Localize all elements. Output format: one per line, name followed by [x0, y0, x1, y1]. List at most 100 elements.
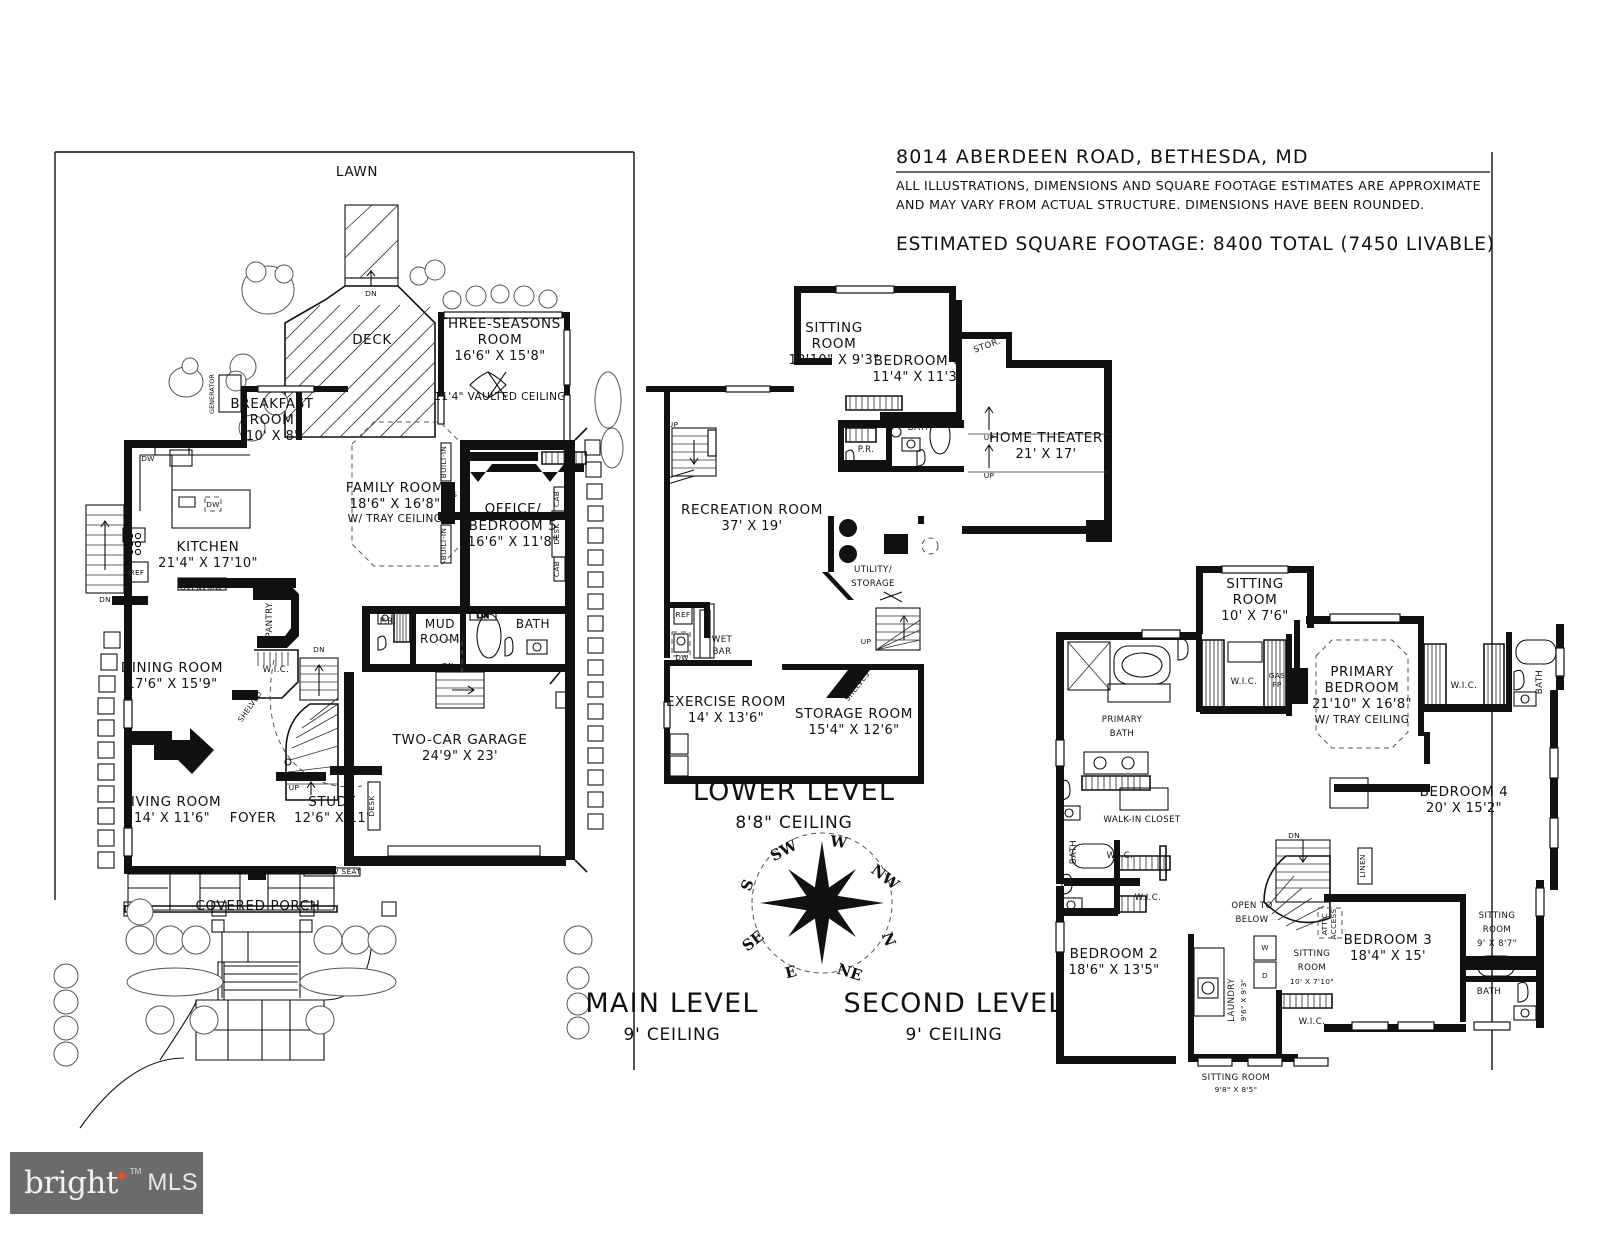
- room-three-seasons-note: 11'4" VAULTED CEILING: [434, 391, 566, 403]
- label-shelves-foyer: SHELVES: [283, 772, 318, 781]
- sl-gasfp-label2: FP: [1272, 680, 1282, 689]
- ll-ref-label: REF: [676, 610, 691, 619]
- room-kitchen-dim: 21'4" X 17'10": [158, 556, 258, 571]
- label-dn-kitchen: DN: [99, 595, 111, 604]
- ll-storage-name: STORAGE ROOM: [795, 706, 913, 722]
- room-office-name: OFFICE/: [485, 501, 542, 517]
- ll-up-2: UP: [984, 471, 995, 480]
- room-living-name: LIVING ROOM: [123, 794, 221, 810]
- room-office-name2: BEDROOM 5: [469, 518, 558, 534]
- study: STUDY 12'6" X 11' DESK: [294, 781, 381, 831]
- sl-primary-note: W/ TRAY CEILING: [1315, 714, 1410, 726]
- sl-gasfp-label: GAS: [1269, 671, 1285, 680]
- deck: DECK: [284, 285, 436, 438]
- room-office-dim: 16'6" X 11'8": [467, 535, 558, 550]
- upper-deck: DN: [344, 204, 399, 298]
- kitchen-stairs: DN: [85, 504, 125, 604]
- sl-sitting-top-dim: 10' X 7'6": [1221, 609, 1288, 624]
- sl-bath-label-2: BATH: [1535, 670, 1545, 694]
- room-pr-main: P.R.: [380, 617, 397, 627]
- label-dbl-oven: DBL: [183, 576, 199, 585]
- sl-wic-primary: W.I.C.: [1196, 634, 1292, 716]
- sl-linen-2: LINEN: [1358, 854, 1367, 878]
- sl-primary-bedroom: PRIMARY BEDROOM 21'10" X 16'8" W/ TRAY C…: [1269, 613, 1424, 749]
- compass-label-w: W: [828, 832, 849, 852]
- label-wine: WINE: [205, 576, 226, 585]
- label-dw-1: DW: [141, 454, 155, 463]
- dining-room: DINING ROOM 17'6" X 15'9": [121, 660, 223, 774]
- ll-wetbar-name: WET: [712, 635, 733, 645]
- ll-recreation-room: RECREATION ROOM 37' X 19' UP: [646, 385, 939, 658]
- label-cab-2: CAB: [552, 561, 561, 577]
- label-window-seat: WINDOW SEAT: [303, 867, 361, 876]
- label-builtin-1: BUILT-IN: [439, 446, 448, 478]
- disclaimer-line-1: ALL ILLUSTRATIONS, DIMENSIONS AND SQUARE…: [896, 178, 1481, 193]
- label-dn-garage: DN: [442, 661, 454, 670]
- ll-utility-storage: UTILITY/ STORAGE UP: [822, 516, 924, 651]
- ll-stor-label: STOR.: [973, 337, 1003, 356]
- label-dbl-oven2: OVEN: [180, 583, 202, 592]
- sl-bedroom4: BEDROOM 4 20' X 15'2" LINEN LINEN: [1329, 690, 1559, 890]
- sl-sitting-mid-name2: ROOM: [1298, 963, 1327, 973]
- ll-util-name: UTILITY/: [854, 565, 892, 575]
- room-dining-name: DINING ROOM: [121, 660, 223, 676]
- foyer-stairs: FOYER DN UP SHELVES SHELVES: [230, 645, 382, 826]
- ll-home-theater: HOME THEATER 21' X 17' UP UP: [962, 360, 1112, 542]
- two-car-garage: TWO-CAR GARAGE 24'9" X 23': [344, 671, 573, 866]
- sl-bed3-name: BEDROOM 3: [1344, 932, 1433, 948]
- ll-exercise-dim: 14' X 13'6": [688, 711, 764, 726]
- sl-attic-access-1: ATTIC: [1320, 913, 1329, 935]
- label-up-foyer: UP: [289, 783, 300, 792]
- ll-rec-name: RECREATION ROOM: [681, 502, 823, 518]
- room-breakfast-name2: ROOM: [250, 412, 295, 428]
- header-block: 8014 ABERDEEN ROAD, BETHESDA, MD ALL ILL…: [896, 146, 1495, 255]
- ll-theater-dim: 21' X 17': [1015, 447, 1076, 462]
- logo-suffix: MLS: [147, 1169, 199, 1196]
- room-garage-name: TWO-CAR GARAGE: [392, 732, 528, 748]
- square-footage: ESTIMATED SQUARE FOOTAGE: 8400 TOTAL (74…: [896, 234, 1495, 255]
- room-breakfast-dim: 10' X 8': [246, 429, 298, 444]
- label-shelvs: SHELVS: [119, 596, 149, 605]
- ll-up-3: UP: [668, 420, 679, 429]
- sl-wic-label-5: W.I.C.: [1299, 1017, 1326, 1027]
- compass-label-e: E: [783, 962, 798, 982]
- room-family-dim: 18'6" X 16'8": [349, 497, 440, 512]
- sl-sitting-small-dim: 9'8" X 8'5": [1215, 1085, 1258, 1094]
- room-three-seasons-name: THREE-SEASONS: [438, 316, 561, 332]
- sl-walkin-closet: WALK-IN CLOSET: [1103, 815, 1181, 825]
- label-pantry: PANTRY: [265, 602, 275, 638]
- second-level-plan: SITTING ROOM 10' X 7'6" PRIMARY BATH: [844, 565, 1565, 1094]
- sl-bedroom2: BEDROOM 2 18'6" X 13'5" W.I.C.: [1055, 840, 1176, 1064]
- sl-linen-1: LINEN: [1334, 785, 1362, 795]
- sl-primary-dim: 21'10" X 16'8": [1312, 697, 1412, 712]
- logo-tm: TM: [129, 1166, 142, 1176]
- sl-bath-label-1: BATH: [1069, 840, 1079, 864]
- family-room: FAMILY ROOM 18'6" X 16'8" W/ TRAY CEILIN…: [346, 421, 463, 567]
- ll-wet-bar: REF DW WET BAR: [670, 602, 733, 662]
- sl-sitting-top-name: SITTING: [1226, 576, 1284, 592]
- sl-bed3-dim: 18'4" X 15': [1350, 949, 1426, 964]
- sl-attic-access-2: ACCESS: [1329, 908, 1338, 939]
- label-shelves-office: SHELVES: [483, 452, 518, 461]
- compass-label-s: S: [737, 877, 758, 894]
- room-family-note: W/ TRAY CEILING: [348, 513, 443, 525]
- label-dn-deck: DN: [365, 289, 377, 298]
- label-generator: GENERATOR: [208, 374, 216, 414]
- ll-storage-dim: 15'4" X 12'6": [808, 723, 899, 738]
- label-covered-porch: COVERED PORCH: [195, 898, 320, 914]
- compass-label-nw: NW: [867, 861, 903, 895]
- room-family-name: FAMILY ROOM: [346, 480, 445, 496]
- sl-primary-name2: BEDROOM: [1325, 680, 1400, 696]
- label-lawn: LAWN: [336, 164, 378, 180]
- label-desk-office: DESK: [552, 523, 561, 544]
- sl-primary-bath: PRIMARY BATH BATH WALK-IN CLOSET W.I.C.: [1055, 629, 1200, 886]
- room-study-dim: 12'6" X 11': [294, 811, 370, 826]
- ll-theater-name: HOME THEATER: [989, 430, 1103, 446]
- landscape-shrubs-upper: [168, 259, 624, 469]
- main-level-title: MAIN LEVEL: [585, 988, 758, 1019]
- compass-label-ne: NE: [835, 960, 864, 985]
- logo-brand: bright: [24, 1165, 118, 1201]
- sl-sitting-right-name: SITTING: [1479, 911, 1516, 921]
